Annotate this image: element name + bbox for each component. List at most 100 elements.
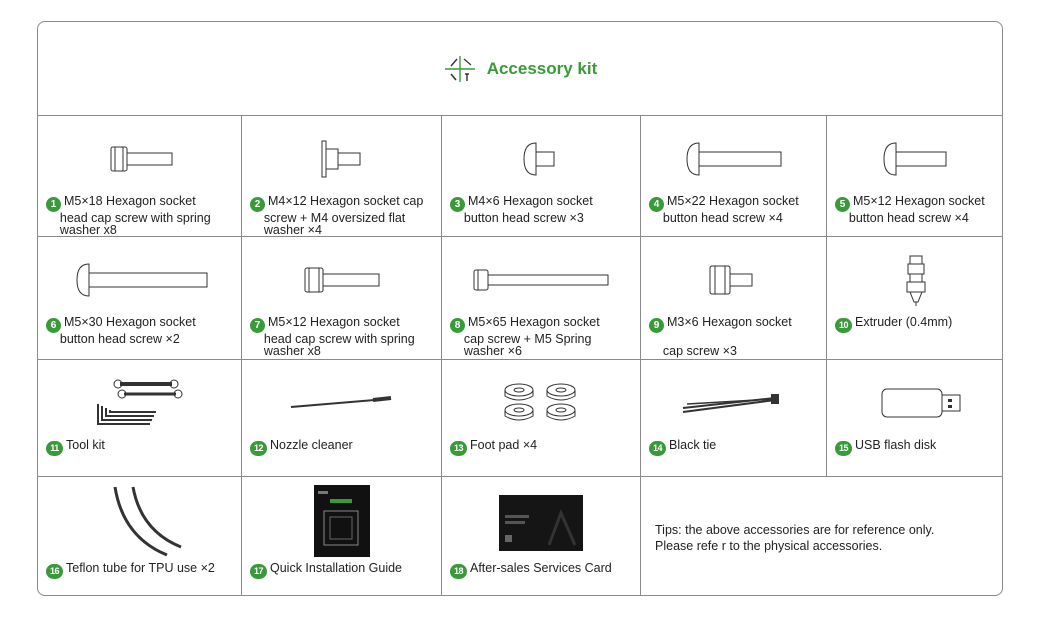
item-number-badge: 2 [250, 197, 265, 212]
item-number-badge: 7 [250, 318, 265, 333]
extruder-nozzle-icon [906, 255, 925, 306]
item-label-text: M5×65 Hexagon socket [468, 315, 600, 329]
item-label-text: washer x8 [59, 223, 117, 237]
item-label-text: M5×30 Hexagon socket [64, 315, 196, 329]
item-label-text: Black tie [669, 438, 717, 452]
cable-tie-icon [682, 394, 779, 413]
tips-cell: Tips: the above accessories are for refe… [641, 477, 1002, 595]
tips-text: Please refe r to the physical accessorie… [655, 539, 883, 553]
item-number-badge: 18 [450, 564, 467, 579]
item-label-text: M5×22 Hexagon socket [667, 194, 799, 208]
button-head-screw-icon [523, 142, 555, 176]
item-label-text: screw + M4 oversized flat [263, 211, 406, 225]
item-number-badge: 6 [46, 318, 61, 333]
item-number-badge: 9 [649, 318, 664, 333]
item-number-badge: 3 [450, 197, 465, 212]
item-label-text: Tool kit [66, 438, 105, 452]
item-label-text: M4×12 Hexagon socket cap [268, 194, 424, 208]
item-label-text: M5×18 Hexagon socket [64, 194, 196, 208]
item-label-text: After-sales Services Card [470, 561, 612, 575]
item-label-text: Nozzle cleaner [270, 438, 353, 452]
item-label-text: button head screw ×4 [662, 211, 783, 225]
item-label-text: button head screw ×4 [848, 211, 969, 225]
item-label-text: Teflon tube for TPU use ×2 [66, 561, 215, 575]
header: Accessory kit [38, 22, 1002, 116]
button-head-screw-icon [685, 142, 781, 176]
hex-cap-screw-icon [110, 146, 172, 172]
tips-note: Tips: the above accessories are for refe… [655, 522, 934, 554]
item-number-badge: 8 [450, 318, 465, 333]
item-number-badge: 16 [46, 564, 63, 579]
item-number-badge: 10 [835, 318, 852, 333]
item-label-text: M4×6 Hexagon socket [468, 194, 593, 208]
cap-screw-washer-icon [321, 140, 360, 178]
hex-cap-screw-icon [304, 267, 379, 293]
page-title: Accessory kit [486, 58, 598, 78]
item-number-badge: 1 [46, 197, 61, 212]
button-head-screw-icon [882, 142, 946, 176]
item-label-text: USB flash disk [855, 438, 937, 452]
item-label-text: M5×12 Hexagon socket [853, 194, 985, 208]
item-number-badge: 12 [250, 441, 267, 456]
item-label-text: washer x8 [263, 344, 321, 358]
item-label-text: washer ×6 [463, 344, 522, 358]
item-number-badge: 13 [450, 441, 467, 456]
button-head-screw-icon [75, 263, 207, 297]
quick-guide-booklet-icon [313, 485, 370, 557]
item-label-text: button head screw ×3 [463, 211, 584, 225]
item-label-text: head cap screw with spring [59, 211, 211, 225]
item-label-text: Foot pad ×4 [470, 438, 538, 452]
hex-cap-screw-icon [709, 265, 752, 295]
item-label-text: washer ×4 [263, 223, 322, 237]
item-label-text: M5×12 Hexagon socket [268, 315, 400, 329]
item-number-badge: 5 [835, 197, 850, 212]
teflon-tube-icon [113, 486, 183, 557]
nozzle-cleaner-icon [290, 396, 391, 408]
item-label-text: button head screw ×2 [59, 332, 180, 346]
foot-pad-icon [504, 383, 576, 421]
item-number-badge: 15 [835, 441, 852, 456]
item-label-text: cap screw + M5 Spring [463, 332, 592, 346]
usb-flash-disk-icon [881, 388, 960, 418]
long-cap-screw-icon [473, 269, 609, 291]
item-label-text: M3×6 Hexagon socket [667, 315, 792, 329]
tool-kit-icon [96, 379, 182, 425]
tips-text: Tips: the above accessories are for refe… [655, 523, 935, 537]
item-number-badge: 4 [649, 197, 664, 212]
item-label-text: head cap screw with spring [263, 332, 415, 346]
